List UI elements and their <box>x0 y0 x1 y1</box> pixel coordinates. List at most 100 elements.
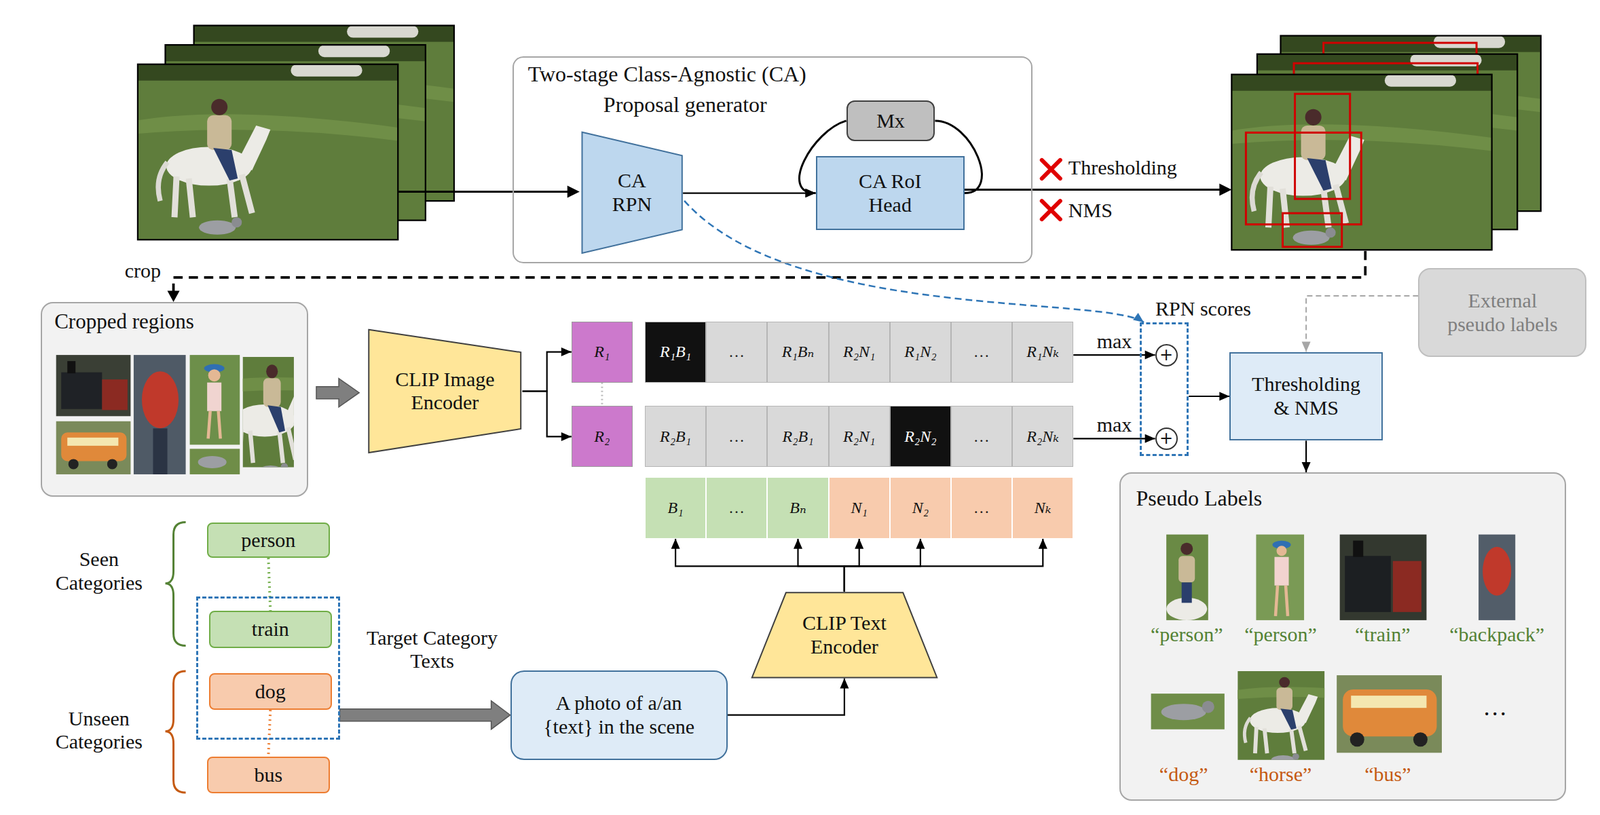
diagram-node: Two-stage Class-Agnostic (CA)Proposal ge… <box>512 56 1034 264</box>
diagram-node: train <box>209 610 332 648</box>
illustration-part <box>1342 689 1437 737</box>
diagram-node: … <box>705 477 768 539</box>
connector <box>522 391 572 442</box>
node-text: Thresholding & NMS <box>1247 372 1366 420</box>
arrowhead <box>1301 342 1311 353</box>
illustration-part <box>1042 160 1061 179</box>
diagram-node: R₁N₂ <box>889 321 952 383</box>
node-text: R₁Bₙ <box>782 342 814 362</box>
label-text: NMS <box>1068 198 1113 223</box>
illustration-part <box>1151 693 1225 730</box>
illustration-part <box>208 411 221 440</box>
illustration-part <box>61 432 127 461</box>
illustration-part <box>1231 74 1492 251</box>
node-text: CLIP Image Encoder <box>376 367 513 415</box>
illustration-part <box>152 428 167 475</box>
input-photos <box>137 25 455 241</box>
diagram-node: R₂B₁ <box>644 405 706 468</box>
connector-line <box>522 391 572 438</box>
node-text: train <box>251 617 290 642</box>
connector <box>844 538 926 592</box>
illustration-part <box>397 190 570 193</box>
illustration-part <box>1219 183 1232 197</box>
node-text: R₂ <box>593 427 610 447</box>
illustration-part <box>1276 545 1287 556</box>
node-text: CA RPN <box>612 169 652 216</box>
connector-line <box>268 710 271 757</box>
connector-line <box>1073 437 1155 440</box>
illustration-part <box>107 458 118 470</box>
node-text: Pseudo Labels <box>1136 486 1263 512</box>
crop-line <box>167 251 1366 303</box>
node-text: … <box>974 498 989 518</box>
node-text: CLIP Text Encoder <box>776 611 913 659</box>
label-text: Unseen Categories <box>35 707 163 755</box>
connector-line <box>1073 354 1155 356</box>
connector-line <box>675 538 845 592</box>
illustration-part <box>1340 534 1427 621</box>
diagram-node: CLIP Image Encoder <box>367 328 523 455</box>
connector-line <box>1306 295 1419 353</box>
illustration-part <box>1231 74 1492 251</box>
node-text: Two-stage Class-Agnostic (CA) <box>528 61 807 87</box>
arrowhead <box>839 678 849 690</box>
arrowhead <box>793 538 803 550</box>
illustration-part <box>1178 555 1195 583</box>
node-text: A photo of a/an {text} in the scene <box>530 691 708 739</box>
illustration-part <box>1336 675 1442 753</box>
node-text: … <box>729 342 744 362</box>
diagram-node: … <box>951 405 1013 468</box>
illustration-part <box>1042 200 1061 220</box>
diagram-node: dog <box>209 673 332 711</box>
diagram-node: R₁ <box>571 321 633 383</box>
connector <box>522 347 572 392</box>
illustration-part <box>1180 543 1193 556</box>
connector-line <box>522 352 572 392</box>
connector-line <box>727 678 845 716</box>
diagram-node: … <box>705 321 768 383</box>
illustration-part <box>1344 555 1391 613</box>
diagram-node: B₁ <box>644 477 706 539</box>
illustration-part <box>963 188 1222 191</box>
node-text: … <box>729 427 744 447</box>
label-text: … <box>1482 693 1508 722</box>
node-text: N₂ <box>912 498 929 518</box>
diagram-node: Target Category Textstraindog <box>196 596 341 740</box>
node-text: B₁ <box>667 498 684 518</box>
node-text: … <box>974 427 989 447</box>
diagram-node: + <box>1155 344 1178 367</box>
connector <box>1188 392 1230 402</box>
block-arrow <box>316 378 360 408</box>
diagram-node: Thresholding & NMS <box>1229 352 1383 442</box>
diagram-node: Bₙ <box>767 477 829 539</box>
arrowhead <box>671 538 681 550</box>
illustration-part <box>1255 534 1305 621</box>
category-bracket <box>165 522 186 793</box>
illustration-part <box>1202 701 1215 714</box>
panel-fill <box>40 302 1567 802</box>
connector <box>793 538 845 592</box>
arrowhead <box>1038 538 1048 550</box>
connector <box>340 701 511 730</box>
illustration-part <box>1350 732 1365 747</box>
illustration-part <box>190 448 241 475</box>
node-text: + <box>1159 430 1174 447</box>
node-text: Mx <box>876 109 905 134</box>
diagram-node: CA RoI Head <box>815 156 965 230</box>
label-text: crop <box>124 259 161 284</box>
illustration-part <box>1275 585 1288 617</box>
cross-mark <box>1042 160 1061 220</box>
illustration-part <box>1352 541 1364 558</box>
connector <box>268 557 271 611</box>
node-text: … <box>729 498 744 518</box>
illustration-part <box>137 64 398 241</box>
output-photos <box>1231 35 1541 251</box>
diagram-node: R₂ <box>571 405 633 468</box>
node-text: R₁B₁ <box>659 342 692 362</box>
node-text: R₁ <box>593 342 610 362</box>
trapezoid-outline <box>581 132 682 254</box>
trapezoid-outline <box>752 592 938 678</box>
connector-line <box>844 538 921 592</box>
arrowhead <box>1301 462 1311 473</box>
